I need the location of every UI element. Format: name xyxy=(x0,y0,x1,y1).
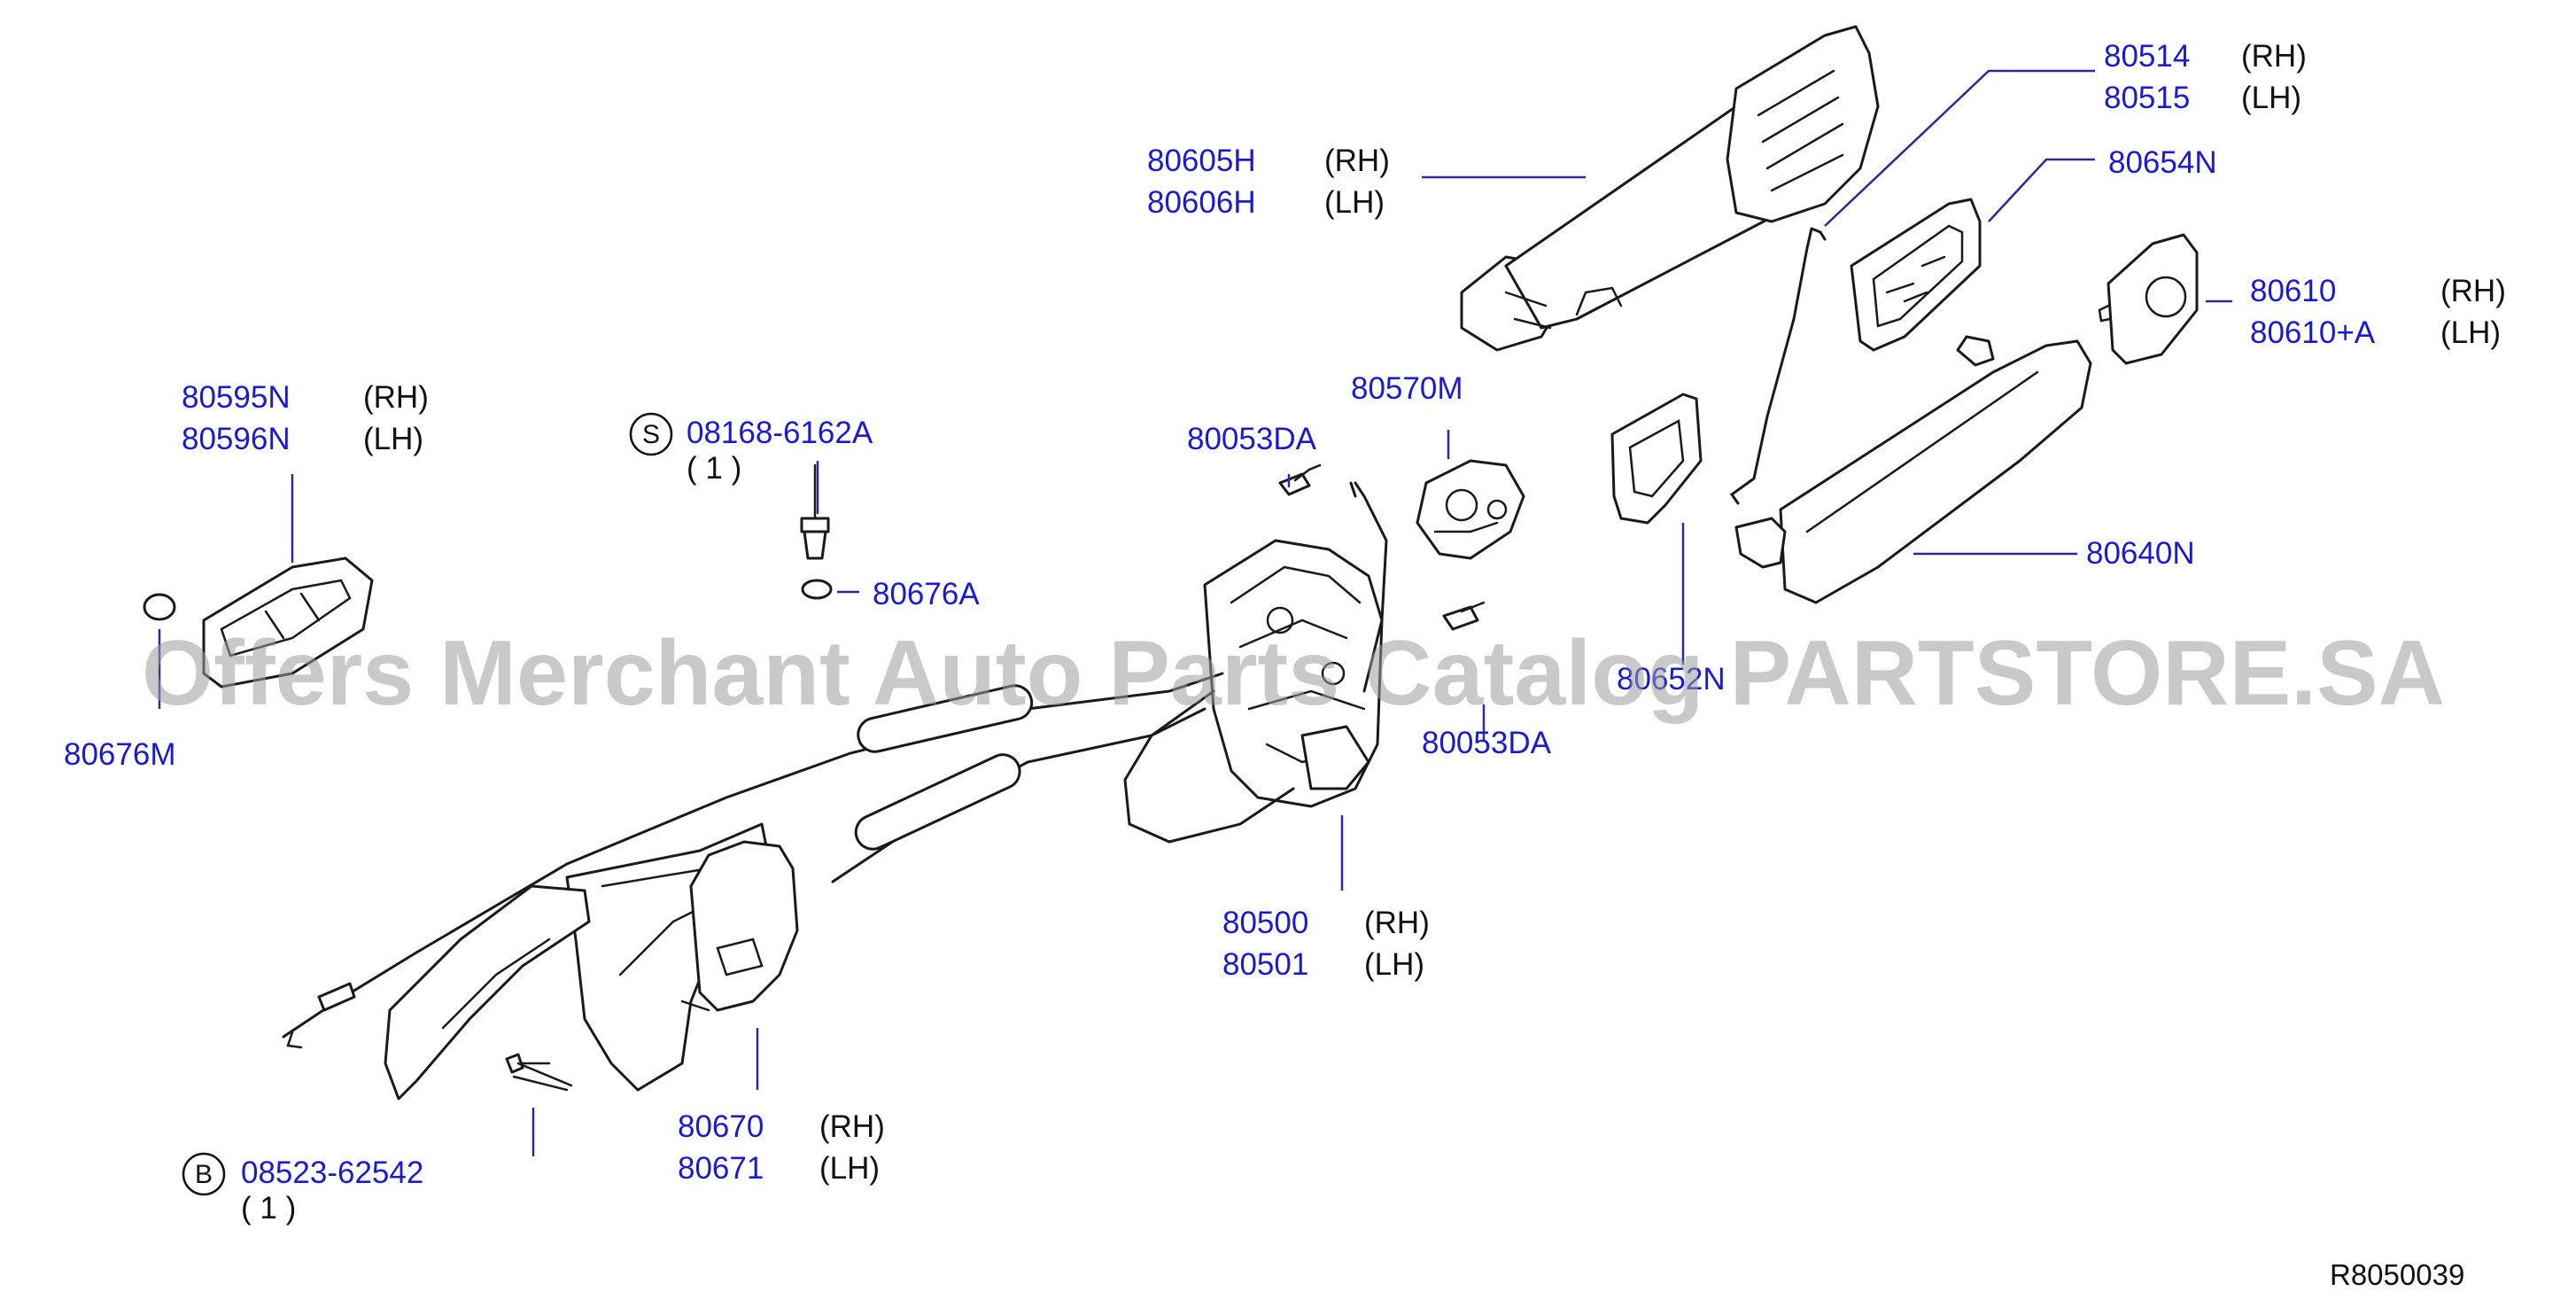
fastener-symbol-b: B xyxy=(195,1160,213,1189)
callout-80570M-part[interactable]: 80570M xyxy=(1351,371,1463,406)
callout-80652N-part[interactable]: 80652N xyxy=(1617,662,1726,696)
callout-80501-part[interactable]: 80501 xyxy=(1222,947,1308,982)
callout-80610A-part[interactable]: 80610+A xyxy=(2250,315,2376,350)
cables-drawing xyxy=(282,672,1224,1049)
callout-80515-side: (LH) xyxy=(2241,81,2301,115)
callout-80053DA-upper-part[interactable]: 80053DA xyxy=(1187,422,1317,456)
leader-lines xyxy=(158,69,2232,1156)
gasket-small-drawing xyxy=(1610,393,1703,525)
escutcheon-drawing xyxy=(2098,233,2199,365)
callout-80514-side: (RH) xyxy=(2241,39,2307,74)
callout-80595N-part[interactable]: 80595N xyxy=(182,380,291,415)
outside-handle-bracket-drawing xyxy=(1460,25,1880,352)
inside-handle-drawing xyxy=(143,556,374,689)
rod-drawing xyxy=(1729,227,1827,505)
callout-80676M-part[interactable]: 80676M xyxy=(64,737,175,772)
screws-drawing xyxy=(1278,463,1486,631)
callout-80596N-side: (LH) xyxy=(363,422,423,456)
remote-control-drawing xyxy=(384,822,799,1101)
fastener-symbol-s-circle xyxy=(629,412,673,456)
fastener-symbol-s: S xyxy=(642,420,660,449)
callout-08523-62542-part[interactable]: 08523-62542 xyxy=(241,1155,423,1190)
callout-80671-side: (LH) xyxy=(819,1151,880,1186)
callout-80605H-side: (RH) xyxy=(1324,144,1390,178)
callout-80500-side: (RH) xyxy=(1364,906,1430,940)
callout-80670-part[interactable]: 80670 xyxy=(678,1109,764,1144)
callout-80501-side: (LH) xyxy=(1364,947,1424,982)
diagram-reference: R8050039 xyxy=(2330,1258,2464,1291)
callout-80654N-part[interactable]: 80654N xyxy=(2108,145,2217,180)
callout-80606H-side: (LH) xyxy=(1324,185,1385,220)
callout-80500-part[interactable]: 80500 xyxy=(1222,906,1308,940)
callout-80610-part[interactable]: 80610 xyxy=(2250,274,2336,308)
striker-drawing xyxy=(1416,459,1525,560)
callout-80605H-part[interactable]: 80605H xyxy=(1147,144,1256,178)
callout-80596N-part[interactable]: 80596N xyxy=(182,422,291,456)
callout-80053DA-lower-part[interactable]: 80053DA xyxy=(1422,726,1552,760)
callout-80515-part[interactable]: 80515 xyxy=(2104,81,2190,115)
watermark: Offers Merchant Auto Parts Catalog PARTS… xyxy=(142,622,2445,725)
outside-handle-drawing xyxy=(1734,335,2092,604)
callout-80610A-side: (LH) xyxy=(2440,315,2501,350)
callout-80610-side: (RH) xyxy=(2440,274,2506,308)
gasket-drawing xyxy=(1850,198,1982,352)
bolt-drawing xyxy=(505,1053,573,1087)
callout-80640N-part[interactable]: 80640N xyxy=(2086,536,2195,571)
callout-80514-part[interactable]: 80514 xyxy=(2104,39,2190,74)
screw-washer-drawing xyxy=(800,463,833,600)
callout-80676A-part[interactable]: 80676A xyxy=(873,577,980,611)
fastener-b-qty: ( 1 ) xyxy=(241,1191,296,1226)
callout-80670-side: (RH) xyxy=(819,1109,885,1144)
door-lock-drawing xyxy=(1123,481,1388,844)
callout-80595N-side: (RH) xyxy=(363,380,429,415)
callout-80606H-part[interactable]: 80606H xyxy=(1147,185,1256,220)
callout-08168-6162A-part[interactable]: 08168-6162A xyxy=(687,416,873,450)
fastener-symbol-b-circle xyxy=(182,1152,226,1196)
fastener-s-qty: ( 1 ) xyxy=(687,451,741,486)
callout-80671-part[interactable]: 80671 xyxy=(678,1151,764,1186)
